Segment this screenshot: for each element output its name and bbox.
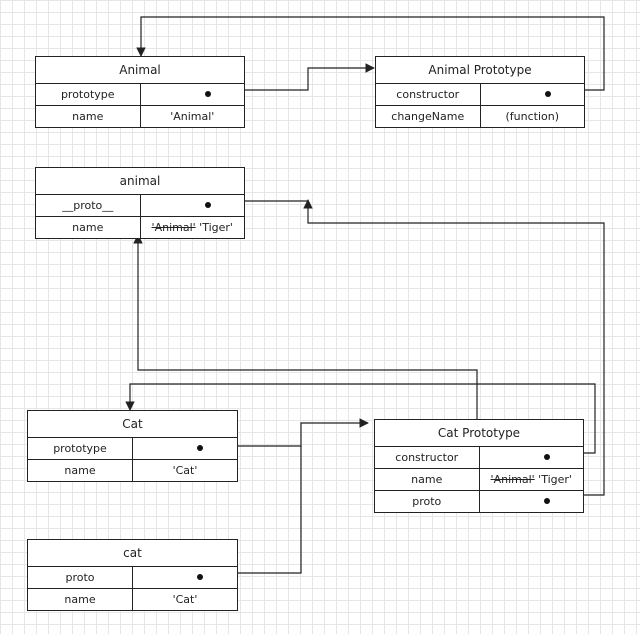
property-value: 'Cat' bbox=[133, 589, 237, 610]
property-value bbox=[141, 84, 245, 105]
current-value: 'Cat' bbox=[172, 593, 198, 606]
property-value: 'Animal' 'Tiger' bbox=[480, 469, 584, 490]
cat-prototype-row-proto: proto bbox=[375, 491, 583, 512]
property-value: 'Cat' bbox=[133, 460, 237, 481]
property-value bbox=[481, 84, 585, 105]
current-value: 'Animal' bbox=[170, 110, 215, 123]
property-key: constructor bbox=[376, 84, 481, 105]
property-value: 'Animal' 'Tiger' bbox=[141, 217, 245, 238]
pointer-dot-icon bbox=[204, 91, 211, 97]
animal-instance-row-name: name'Animal' 'Tiger' bbox=[36, 217, 244, 238]
current-value: 'Tiger' bbox=[538, 473, 572, 486]
cat-prototype-row-name: name'Animal' 'Tiger' bbox=[375, 469, 583, 491]
old-value: 'Animal' bbox=[490, 473, 535, 486]
property-value bbox=[480, 447, 584, 468]
property-value bbox=[133, 438, 237, 459]
pointer-dot-icon bbox=[543, 498, 550, 504]
cat-instance-row-name: name 'Cat' bbox=[28, 589, 237, 610]
property-key: proto bbox=[375, 491, 480, 512]
property-value: (function) bbox=[481, 106, 585, 127]
animal-constructor-title: Animal bbox=[36, 57, 244, 84]
link-cat-prototype bbox=[189, 418, 369, 447]
property-value bbox=[141, 195, 245, 216]
pointer-dot-icon bbox=[197, 445, 204, 451]
property-value: 'Animal' bbox=[141, 106, 245, 127]
animal-constructor-row-prototype: prototype bbox=[36, 84, 244, 106]
current-value: (function) bbox=[505, 110, 560, 123]
cat-constructor-row-prototype: prototype bbox=[28, 438, 237, 460]
property-key: name bbox=[375, 469, 480, 490]
cat-prototype-title: Cat Prototype bbox=[375, 420, 583, 447]
property-key: name bbox=[36, 106, 141, 127]
animal-prototype-row-constructor: constructor bbox=[376, 84, 584, 106]
animal-prototype-row-changeName: changeName (function) bbox=[376, 106, 584, 127]
cat-instance-row-proto: proto bbox=[28, 567, 237, 589]
link-animal-prototype bbox=[205, 63, 375, 91]
property-key: name bbox=[28, 589, 133, 610]
pointer-dot-icon bbox=[197, 574, 204, 580]
pointer-dot-icon bbox=[543, 454, 550, 460]
property-key: prototype bbox=[36, 84, 141, 105]
pointer-dot-icon bbox=[204, 202, 211, 208]
pointer-dot-icon bbox=[544, 91, 551, 97]
old-value: 'Animal' bbox=[151, 221, 196, 234]
animal-instance-box: animal__proto__name'Animal' 'Tiger' bbox=[35, 167, 245, 239]
current-value: 'Tiger' bbox=[199, 221, 233, 234]
cat-prototype-row-constructor: constructor bbox=[375, 447, 583, 469]
animal-constructor-row-name: name 'Animal' bbox=[36, 106, 244, 127]
link-cat-prototype-to-animal bbox=[133, 234, 478, 419]
cat-constructor-row-name: name 'Cat' bbox=[28, 460, 237, 481]
property-key: name bbox=[28, 460, 133, 481]
property-key: changeName bbox=[376, 106, 481, 127]
link-cat-prototype-proto bbox=[303, 199, 605, 496]
cat-instance-title: cat bbox=[28, 540, 237, 567]
property-key: proto bbox=[28, 567, 133, 588]
property-key: __proto__ bbox=[36, 195, 141, 216]
animal-prototype-title: Animal Prototype bbox=[376, 57, 584, 84]
property-key: prototype bbox=[28, 438, 133, 459]
property-key: constructor bbox=[375, 447, 480, 468]
cat-constructor-title: Cat bbox=[28, 411, 237, 438]
current-value: 'Cat' bbox=[172, 464, 198, 477]
link-animal-prototype-constructor bbox=[136, 16, 605, 91]
property-value bbox=[133, 567, 237, 588]
property-key: name bbox=[36, 217, 141, 238]
animal-instance-title: animal bbox=[36, 168, 244, 195]
property-value bbox=[480, 491, 584, 512]
animal-instance-row-proto: __proto__ bbox=[36, 195, 244, 217]
